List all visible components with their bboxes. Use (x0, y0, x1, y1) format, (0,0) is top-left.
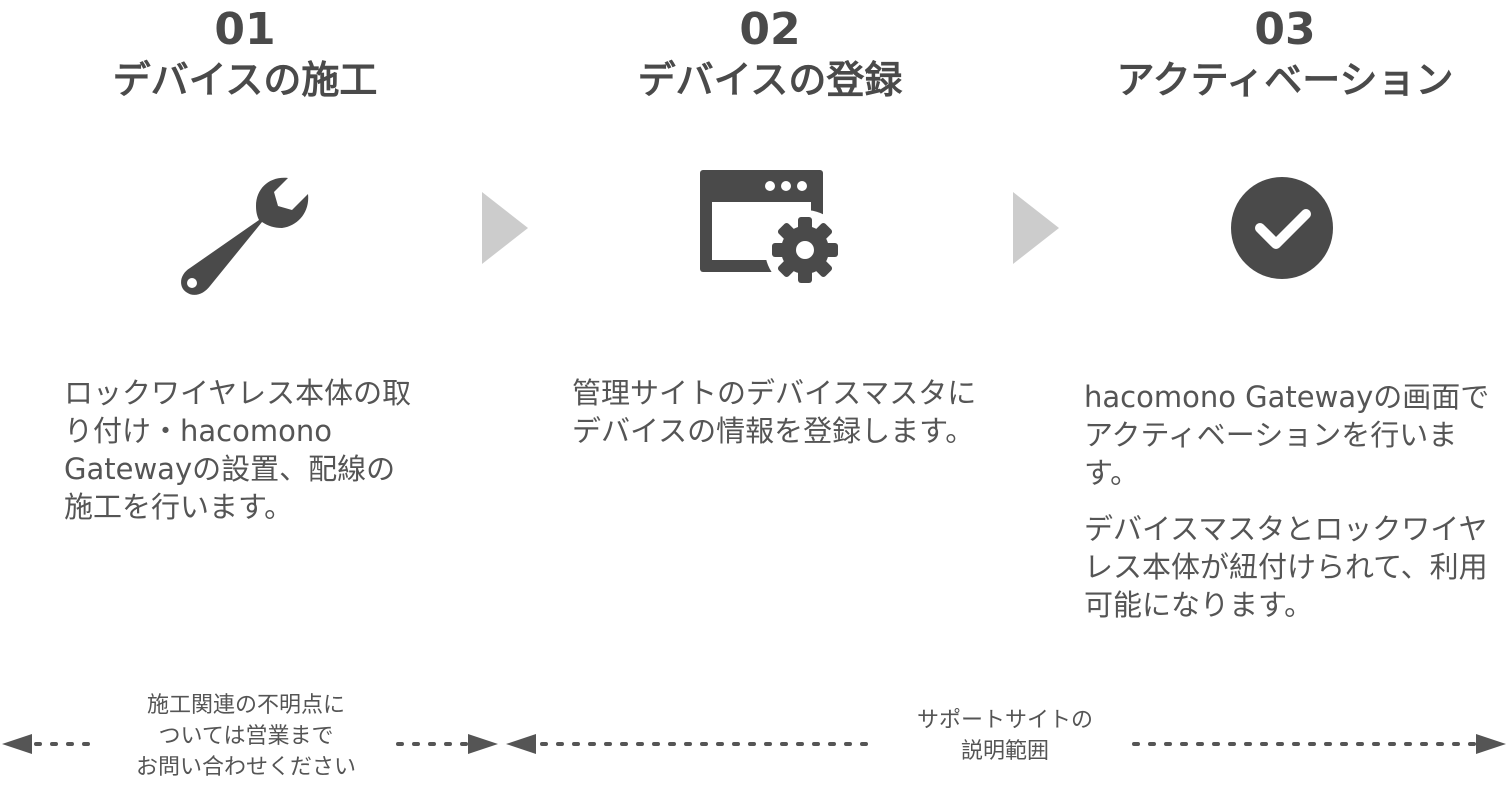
step-2-number: 02 (739, 4, 801, 55)
support-range-label-line-2: 説明範囲 (960, 739, 1049, 764)
support-range-right-arrowhead (1476, 734, 1506, 754)
flow-arrow-1 (482, 192, 528, 264)
wrench-icon (181, 177, 309, 295)
construction-range-left-arrowhead (2, 734, 32, 754)
step-1-number: 01 (214, 4, 276, 55)
flow-arrow-2 (1013, 192, 1059, 264)
step-1-title: デバイスの施工 (112, 58, 378, 102)
construction-range-label-line-3: お問い合わせください (135, 755, 356, 780)
support-range-label: サポートサイトの 説明範囲 (880, 705, 1130, 767)
construction-range-right-arrowhead (468, 734, 498, 754)
support-range-left-arrowhead (506, 734, 536, 754)
step-3-number: 03 (1254, 4, 1316, 55)
range-indicators (2, 734, 1506, 754)
step-3-title: アクティベーション (1116, 58, 1454, 102)
step-1: 01 デバイスの施工 (40, 0, 450, 104)
construction-range-label: 施工関連の不明点に ついては営業まで お問い合わせください (96, 690, 396, 783)
check-circle-icon (1231, 177, 1333, 279)
step-3-description-text-1: hacomono Gatewayの画面でアクティベーションを行います。 (1084, 380, 1490, 490)
step-3-description-text-2: デバイスマスタとロックワイヤレス本体が紐付けられて、利用可能になります。 (1084, 512, 1488, 622)
step-2-description: 管理サイトのデバイスマスタにデバイスの情報を登録します。 (572, 374, 992, 468)
construction-range-label-line-1: 施工関連の不明点に (146, 693, 345, 718)
step-3: 03 アクティベーション (1080, 0, 1490, 104)
step-2: 02 デバイスの登録 (560, 0, 980, 104)
step-3-description: hacomono Gatewayの画面でアクティベーションを行います。 デバイス… (1084, 378, 1504, 642)
step-1-description: ロックワイヤレス本体の取り付け・hacomono Gatewayの設置、配線の施… (64, 374, 424, 544)
step-2-title: デバイスの登録 (637, 58, 903, 102)
step-2-description-text: 管理サイトのデバイスマスタにデバイスの情報を登録します。 (572, 376, 977, 448)
step-1-description-text: ロックワイヤレス本体の取り付け・hacomono Gatewayの設置、配線の施… (64, 376, 412, 524)
browser-settings-icon (700, 170, 845, 285)
support-range-label-line-1: サポートサイトの (916, 708, 1093, 733)
construction-range-label-line-2: ついては営業まで (158, 724, 334, 749)
